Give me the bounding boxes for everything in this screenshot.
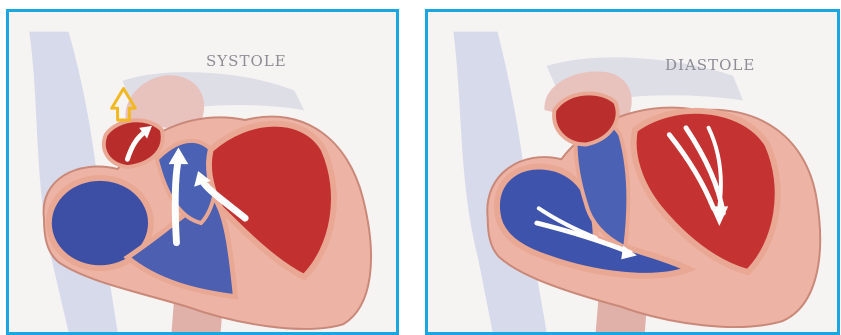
diastole-label: DIASTOLE (665, 56, 755, 74)
systole-label: SYSTOLE (206, 52, 287, 70)
systole-heart-illustration (9, 12, 396, 332)
systole-panel: SYSTOLE (6, 9, 399, 335)
diastole-heart-illustration (428, 12, 837, 332)
diastole-panel: DIASTOLE (425, 9, 840, 335)
